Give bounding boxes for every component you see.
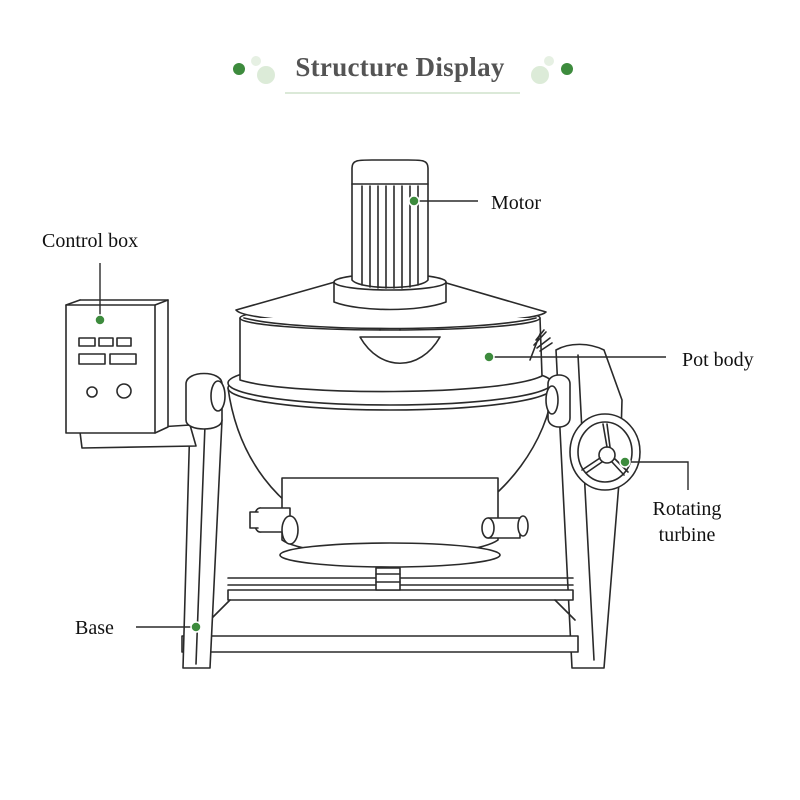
indicator-light-icon — [86, 386, 98, 398]
pot-body-label: Pot body — [682, 349, 754, 371]
control-box-label: Control box — [42, 230, 139, 252]
rotating-turbine-label: Rotating turbine — [640, 496, 734, 548]
pot-support — [279, 477, 501, 591]
turbine-leader-line — [625, 461, 689, 490]
pipe-fitting-left — [249, 507, 299, 545]
motor-marker-icon — [408, 195, 420, 207]
control-box-marker-icon — [94, 314, 106, 326]
pipe-fitting-right — [481, 515, 529, 539]
base-label: Base — [75, 617, 114, 639]
pot-body-marker-icon — [483, 351, 495, 363]
rotating-turbine-label-line1: Rotating — [652, 498, 722, 520]
control-knob-icon — [116, 383, 132, 399]
motor — [351, 159, 429, 289]
right-pivot-bearing — [545, 374, 571, 428]
turbine-marker-icon — [619, 456, 631, 468]
base-marker-icon — [190, 621, 202, 633]
digital-display — [78, 353, 106, 365]
callout-lines — [99, 200, 689, 628]
digital-display — [109, 353, 137, 365]
page-title: Structure Display — [295, 52, 505, 82]
motor-label: Motor — [491, 192, 541, 214]
title-banner: Structure Display — [0, 52, 800, 96]
title-decoration — [233, 56, 573, 94]
left-pivot-bearing — [185, 372, 226, 430]
rotating-turbine-wheel — [569, 413, 641, 491]
display-indicator — [98, 337, 114, 347]
callout-markers — [94, 195, 631, 633]
rotating-turbine-label-line2: turbine — [658, 524, 716, 546]
pot-handle-brush — [529, 329, 553, 361]
control-box — [65, 299, 169, 434]
display-indicator — [116, 337, 132, 347]
display-indicator — [78, 337, 96, 347]
